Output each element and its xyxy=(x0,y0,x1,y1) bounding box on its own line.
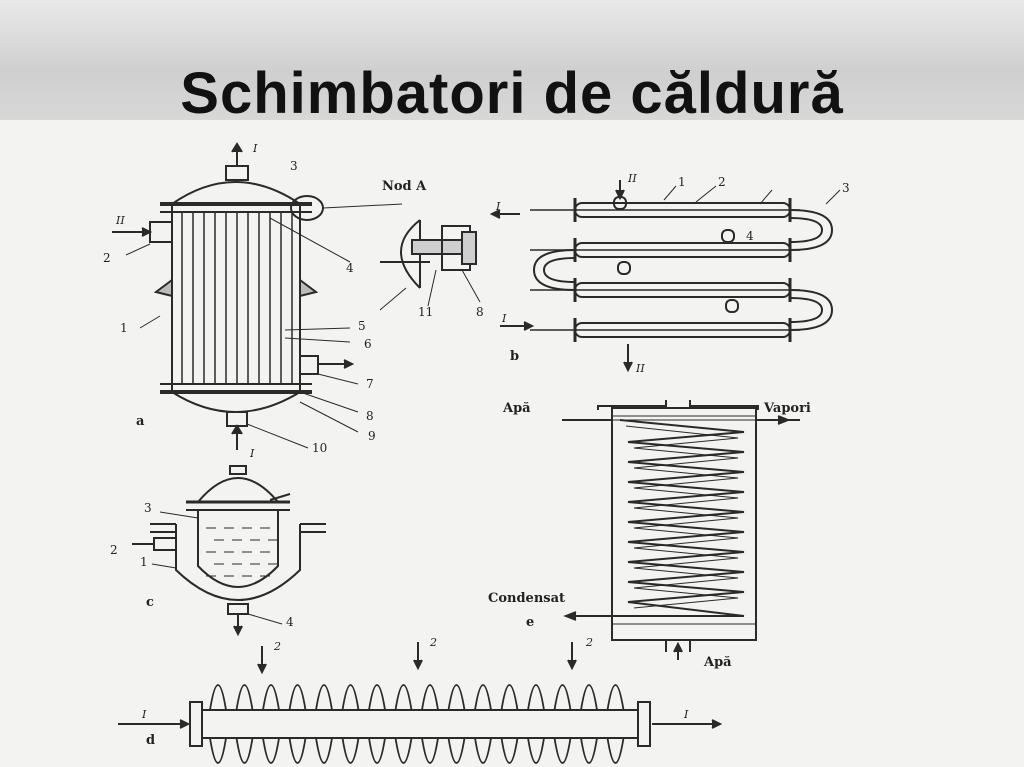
b-stream-in-bottom: I xyxy=(501,312,507,325)
pipe-nozzle xyxy=(617,261,631,275)
exchanger-b-double-pipe xyxy=(489,180,841,373)
scanned-figure-background xyxy=(0,120,1024,767)
coil-tube-inner xyxy=(625,425,739,609)
c-letter: c xyxy=(146,595,154,610)
fin-bottom xyxy=(262,737,280,764)
fin-top xyxy=(209,684,227,711)
a-label-5: 5 xyxy=(358,319,366,333)
fin-top xyxy=(580,684,598,711)
fin-top xyxy=(527,684,545,711)
fin-bottom xyxy=(209,737,227,764)
fin-top xyxy=(606,684,625,711)
fin-bottom xyxy=(315,737,333,764)
c-label-1: 1 xyxy=(140,555,148,569)
exchanger-a-shell-and-tube xyxy=(112,142,403,450)
a-label-10: 10 xyxy=(312,441,327,455)
fin-bottom xyxy=(368,737,386,764)
a-label-2: 2 xyxy=(103,251,111,265)
e-letter: e xyxy=(526,615,534,630)
fin-bottom xyxy=(288,737,307,764)
fin-bottom xyxy=(394,737,413,764)
a-label-3: 3 xyxy=(290,159,298,173)
fin-bottom xyxy=(447,737,466,764)
fin-top xyxy=(341,684,360,711)
e-apa-top: Apă xyxy=(502,401,531,416)
nod-label-11: 11 xyxy=(418,305,433,319)
b-label-2: 2 xyxy=(718,175,726,189)
b-label-4: 4 xyxy=(746,229,754,243)
fin-top xyxy=(315,684,333,711)
exchanger-e-coil xyxy=(562,400,800,660)
fin-bottom xyxy=(474,737,492,764)
a-stream-in-side: II xyxy=(115,214,125,227)
pipe-nozzle xyxy=(721,229,735,243)
b-stream-in-top: I xyxy=(495,200,501,213)
b-label-1: 1 xyxy=(678,175,686,189)
e-apa-bottom: Apă xyxy=(703,655,732,670)
fin-bottom xyxy=(235,737,254,764)
fin-bottom xyxy=(527,737,545,764)
d-stream-in: I xyxy=(141,708,147,721)
fin-top xyxy=(235,684,254,711)
fin-top xyxy=(288,684,307,711)
fin-top xyxy=(500,684,519,711)
nod-a-caption: Nod A xyxy=(382,179,427,194)
a-stream-out-bottom: I xyxy=(249,447,255,460)
b-stream-top: II xyxy=(627,172,637,185)
nod-a-detail xyxy=(379,219,481,311)
fin-bottom xyxy=(553,737,572,764)
fin-top xyxy=(394,684,413,711)
b-label-3: 3 xyxy=(842,181,850,195)
fin-bottom xyxy=(580,737,598,764)
d-stream-out: I xyxy=(683,708,689,721)
e-condensat: Condensat xyxy=(488,591,565,606)
fin-bottom xyxy=(341,737,360,764)
fin-top xyxy=(368,684,386,711)
d-label-2-mid: 2 xyxy=(429,636,437,649)
exchanger-c-jacketed-vessel xyxy=(132,465,326,637)
fin-top xyxy=(553,684,572,711)
e-vapori: Vapori xyxy=(763,401,811,416)
a-letter: a xyxy=(136,414,145,429)
coil-tube xyxy=(612,419,745,617)
fin-top xyxy=(447,684,466,711)
a-label-9: 9 xyxy=(368,429,376,443)
a-stream-in-top: I xyxy=(252,142,258,155)
heat-exchangers-diagram: I 3 II 2 4 1 5 6 7 8 9 10 a I Nod A 11 8… xyxy=(103,142,850,764)
fin-bottom xyxy=(421,737,439,764)
fin-top xyxy=(474,684,492,711)
fin-top xyxy=(421,684,439,711)
a-label-4: 4 xyxy=(346,261,354,275)
fin-bottom xyxy=(500,737,519,764)
a-label-6: 6 xyxy=(364,337,372,351)
c-label-4: 4 xyxy=(286,615,294,629)
slide-title: Schimbatori de căldură xyxy=(180,61,844,120)
c-label-3: 3 xyxy=(144,501,152,515)
nod-label-8: 8 xyxy=(476,305,484,319)
c-label-2: 2 xyxy=(110,543,118,557)
a-label-8: 8 xyxy=(366,409,374,423)
d-label-2-left: 2 xyxy=(273,640,281,653)
b-stream-out: II xyxy=(635,362,645,375)
a-label-7: 7 xyxy=(366,377,374,391)
pipe-nozzle xyxy=(725,299,739,313)
d-letter: d xyxy=(146,733,155,748)
exchanger-d-finned-tube xyxy=(118,642,723,764)
fin-top xyxy=(262,684,280,711)
slide-header xyxy=(0,0,1024,120)
a-label-1: 1 xyxy=(120,321,128,335)
b-letter: b xyxy=(510,349,519,364)
fin-bottom xyxy=(606,737,625,764)
d-label-2-right: 2 xyxy=(585,636,593,649)
